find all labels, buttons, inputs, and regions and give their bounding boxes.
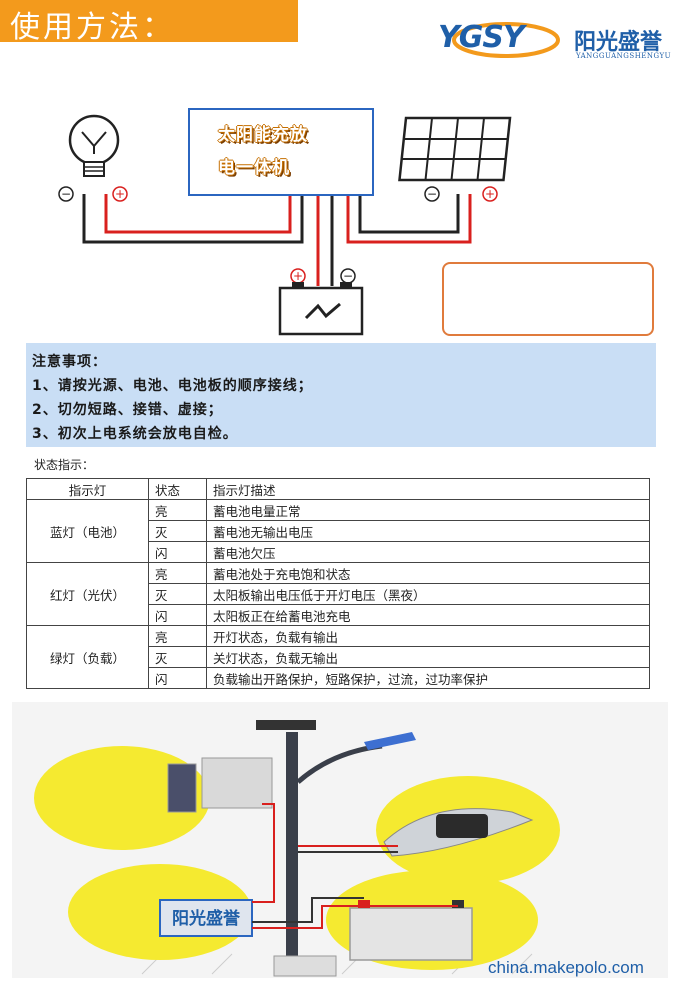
indicator-desc: 开灯状态，负载有输出 <box>206 625 650 647</box>
indicator-state: 灭 <box>148 583 207 605</box>
table-row: 灭 太阳板输出电压低于开灯电压（黑夜） <box>27 583 650 605</box>
indicator-state: 亮 <box>148 499 207 521</box>
indicator-state: 亮 <box>148 562 207 584</box>
notice-item: 2、切勿短路、接错、虚接； <box>32 402 223 418</box>
svg-text:+: + <box>115 187 125 201</box>
brand-logo: YGSY 阳光盛誉 YANGGUANGSHENGYU <box>438 18 674 66</box>
column-header: 状态 <box>148 478 207 500</box>
column-header: 指示灯描述 <box>206 478 650 500</box>
table-row: 红灯（光伏） 亮 蓄电池处于充电饱和状态 <box>26 562 650 626</box>
table-row: 闪 太阳板正在给蓄电池充电 <box>27 604 650 626</box>
logo-swoosh-icon <box>452 22 560 58</box>
indicator-desc: 太阳板正在给蓄电池充电 <box>206 604 650 626</box>
table-row: 闪 负载输出开路保护，短路保护，过流，过功率保护 <box>27 667 650 689</box>
column-header: 指示灯 <box>26 478 149 500</box>
watermark: china.makepolo.com <box>488 958 644 977</box>
indicator-desc: 蓄电池无输出电压 <box>206 520 650 542</box>
indicator-desc: 蓄电池处于充电饱和状态 <box>206 562 650 584</box>
indicator-name: 绿灯（负载） <box>26 625 149 689</box>
indicator-state: 闪 <box>148 604 207 626</box>
status-table: 指示灯 状态 指示灯描述 蓝灯（电池） 亮 蓄电池电量正常 灭 蓄电池无输出电压… <box>26 478 650 689</box>
notice-item: 1、请按光源、电池、电池板的顺序接线； <box>32 378 313 394</box>
indicator-state: 亮 <box>148 625 207 647</box>
table-header-row: 指示灯 状态 指示灯描述 <box>26 478 650 500</box>
svg-text:−: − <box>427 187 437 201</box>
indicator-state: 灭 <box>148 646 207 668</box>
controller-label-line2: 电一体机 <box>218 158 290 178</box>
logo-name: 阳光盛誉 <box>574 30 663 55</box>
controller-label-line1: 太阳能充放 <box>218 125 308 145</box>
indicator-desc: 蓄电池欠压 <box>206 541 650 563</box>
notice-panel: 注意事项： 1、请按光源、电池、电池板的顺序接线； 2、切勿短路、接错、虚接； … <box>26 343 656 447</box>
table-row: 蓝灯（电池） 亮 蓄电池电量正常 <box>26 499 650 563</box>
table-row: 绿灯（负载） 亮 开灯状态，负载有输出 <box>26 625 650 689</box>
svg-text:−: − <box>343 269 353 283</box>
controller-box <box>188 108 374 196</box>
battery-icon <box>278 282 364 336</box>
svg-text:−: − <box>61 187 71 201</box>
notice-title: 注意事项： <box>32 354 107 370</box>
indicator-desc: 太阳板输出电压低于开灯电压（黑夜） <box>206 583 650 605</box>
page-title: 使用方法： <box>10 10 175 45</box>
controller-brand-label: 阳光盛誉 <box>172 909 240 929</box>
status-label: 状态指示： <box>34 458 95 472</box>
indicator-name: 红灯（光伏） <box>26 562 149 626</box>
polarity-markers: − + − + + − <box>58 186 498 284</box>
header-banner: 使用方法： <box>0 0 298 45</box>
street-lamp-illustration <box>12 702 668 978</box>
indicator-state: 灭 <box>148 520 207 542</box>
indicator-state: 闪 <box>148 667 207 689</box>
logo-letters: YGSY <box>438 20 525 55</box>
notice-item: 3、初次上电系统会放电自检。 <box>32 426 238 442</box>
solar-panel-icon <box>398 116 512 182</box>
logo-pinyin: YANGGUANGSHENGYU <box>576 52 672 60</box>
svg-text:+: + <box>293 269 303 283</box>
legend-box <box>442 262 654 336</box>
indicator-name: 蓝灯（电池） <box>26 499 149 563</box>
indicator-state: 闪 <box>148 541 207 563</box>
bulb-icon <box>68 114 120 177</box>
table-row: 闪 蓄电池欠压 <box>27 541 650 563</box>
indicator-desc: 关灯状态，负载无输出 <box>206 646 650 668</box>
svg-text:+: + <box>485 187 495 201</box>
indicator-desc: 负载输出开路保护，短路保护，过流，过功率保护 <box>206 667 650 689</box>
installation-photo: 阳光盛誉 <box>12 702 668 978</box>
indicator-desc: 蓄电池电量正常 <box>206 499 650 521</box>
